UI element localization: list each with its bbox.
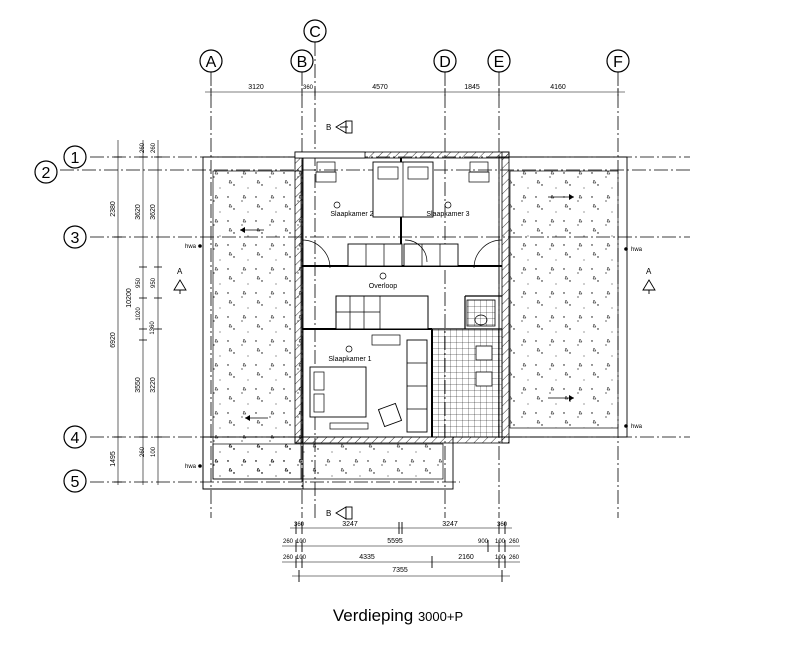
svg-text:D: D: [439, 54, 451, 71]
svg-text:A: A: [206, 54, 217, 71]
grid-column-e: E: [487, 49, 511, 73]
dim-left-middle-1: 3620: [135, 204, 142, 220]
dim-left-small-1: 260: [151, 142, 157, 153]
dim-left-inner-2: 3620: [150, 204, 157, 220]
svg-text:E: E: [494, 54, 505, 71]
grid-row-1: 1: [63, 145, 87, 169]
dim-bottom-3-6: 260: [509, 555, 520, 561]
dim-left-outer-2: 10200: [126, 288, 133, 308]
hwa-label-4: hwa: [631, 424, 643, 430]
dim-bottom-3-5: 100: [495, 555, 506, 561]
dim-bottom-2-2: 100: [296, 539, 307, 545]
bathroom: [431, 299, 503, 438]
grid-row-4: 4: [63, 425, 87, 449]
svg-text:3: 3: [71, 230, 80, 247]
dim-top-5: 4160: [550, 84, 566, 91]
dim-bottom-3-1: 260: [283, 555, 294, 561]
dim-bottom-3-2: 100: [296, 555, 307, 561]
drawing-title: Verdieping 3000+P: [0, 606, 796, 626]
column-balloons: A B C D E F: [199, 19, 630, 73]
dim-left-middle-5: 3550: [135, 377, 142, 393]
grid-row-5: 5: [63, 469, 87, 493]
svg-text:F: F: [613, 54, 623, 71]
dim-top-1: 3120: [248, 84, 264, 91]
dim-left-inner-1: 260: [140, 142, 146, 153]
room-label-landing: Overloop: [369, 283, 398, 290]
grid-column-c: C: [303, 19, 327, 43]
dim-left-middle-2: 950: [136, 277, 142, 288]
dim-bottom-1-1: 360: [294, 522, 305, 528]
grid-column-b: B: [290, 49, 314, 73]
room-label-bedroom-2: Slaapkamer 2: [330, 211, 373, 218]
dim-left-outer-4: 1495: [110, 451, 117, 467]
dim-bottom-3-3: 4335: [359, 554, 375, 561]
drawing-title-sub: 3000+P: [417, 609, 464, 624]
svg-text:C: C: [309, 24, 321, 41]
grid-column-d: D: [433, 49, 457, 73]
dim-top-3: 4570: [372, 84, 388, 91]
dim-left-outer-3: 6920: [110, 332, 117, 348]
bottom-dimension-lines: 360 3247 3247 360 260 100 5595 900 100 2…: [282, 521, 520, 582]
grid-row-3: 3: [63, 225, 87, 249]
grid-row-2: 2: [34, 160, 58, 184]
room-label-bedroom-3: Slaapkamer 3: [426, 211, 469, 218]
dim-bottom-1-2: 3247: [342, 521, 358, 528]
dim-bottom-2-6: 260: [509, 539, 520, 545]
grid-column-f: F: [606, 49, 630, 73]
section-b-top-label: B: [326, 123, 331, 132]
dim-left-inner-5: 260: [140, 446, 146, 457]
section-b-bottom-label: B: [326, 509, 331, 518]
dim-left-small-2: 100: [151, 446, 157, 457]
dim-left-inner-3: 950: [151, 277, 157, 288]
section-markers: B B A A: [173, 120, 656, 520]
dim-top-2: 360: [303, 85, 314, 91]
hwa-markers: hwa hwa hwa hwa: [185, 244, 643, 470]
top-dimension-line: 3120 360 4570 1845 4160: [205, 84, 625, 96]
dim-left-middle-4: 1360: [150, 321, 156, 335]
dim-left-inner-4: 3220: [150, 377, 157, 393]
hwa-label-3: hwa: [631, 247, 643, 253]
hwa-label-1: hwa: [185, 244, 197, 250]
section-a-right-label: A: [646, 267, 652, 276]
outer-walls: [294, 151, 510, 444]
room-label-bedroom-1: Slaapkamer 1: [328, 356, 371, 363]
dim-bottom-2-3: 5595: [387, 538, 403, 545]
furniture-bedroom-1: [309, 334, 428, 433]
section-a-left-label: A: [177, 267, 183, 276]
svg-text:4: 4: [71, 430, 80, 447]
svg-text:2: 2: [42, 165, 51, 182]
dim-bottom-total: 7355: [392, 567, 408, 574]
svg-text:5: 5: [71, 474, 80, 491]
dim-bottom-2-4: 900: [478, 539, 489, 545]
roof-areas: [202, 156, 628, 490]
dim-left-middle-3: 1020: [136, 307, 142, 321]
dim-bottom-1-3: 3247: [442, 521, 458, 528]
staircase: [335, 295, 429, 330]
grid-column-a: A: [199, 49, 223, 73]
drawing-title-main: Verdieping: [332, 606, 414, 625]
dim-bottom-2-5: 100: [495, 539, 506, 545]
left-dimension-lines: 2380 10200 6920 1495 3620 950 1020 1360 …: [110, 140, 162, 485]
svg-text:B: B: [297, 54, 308, 71]
room-labels: Slaapkamer 2 Slaapkamer 3 Overloop Slaap…: [328, 201, 470, 363]
dim-bottom-1-4: 360: [497, 522, 508, 528]
furniture-upper: [301, 161, 503, 269]
dim-bottom-2-1: 260: [283, 539, 294, 545]
dim-top-4: 1845: [464, 84, 480, 91]
row-balloons: 1 2 3 4 5: [34, 145, 87, 493]
svg-text:1: 1: [71, 150, 80, 167]
dim-bottom-3-4: 2160: [458, 554, 474, 561]
hwa-label-2: hwa: [185, 464, 197, 470]
dim-left-outer-1: 2380: [110, 201, 117, 217]
